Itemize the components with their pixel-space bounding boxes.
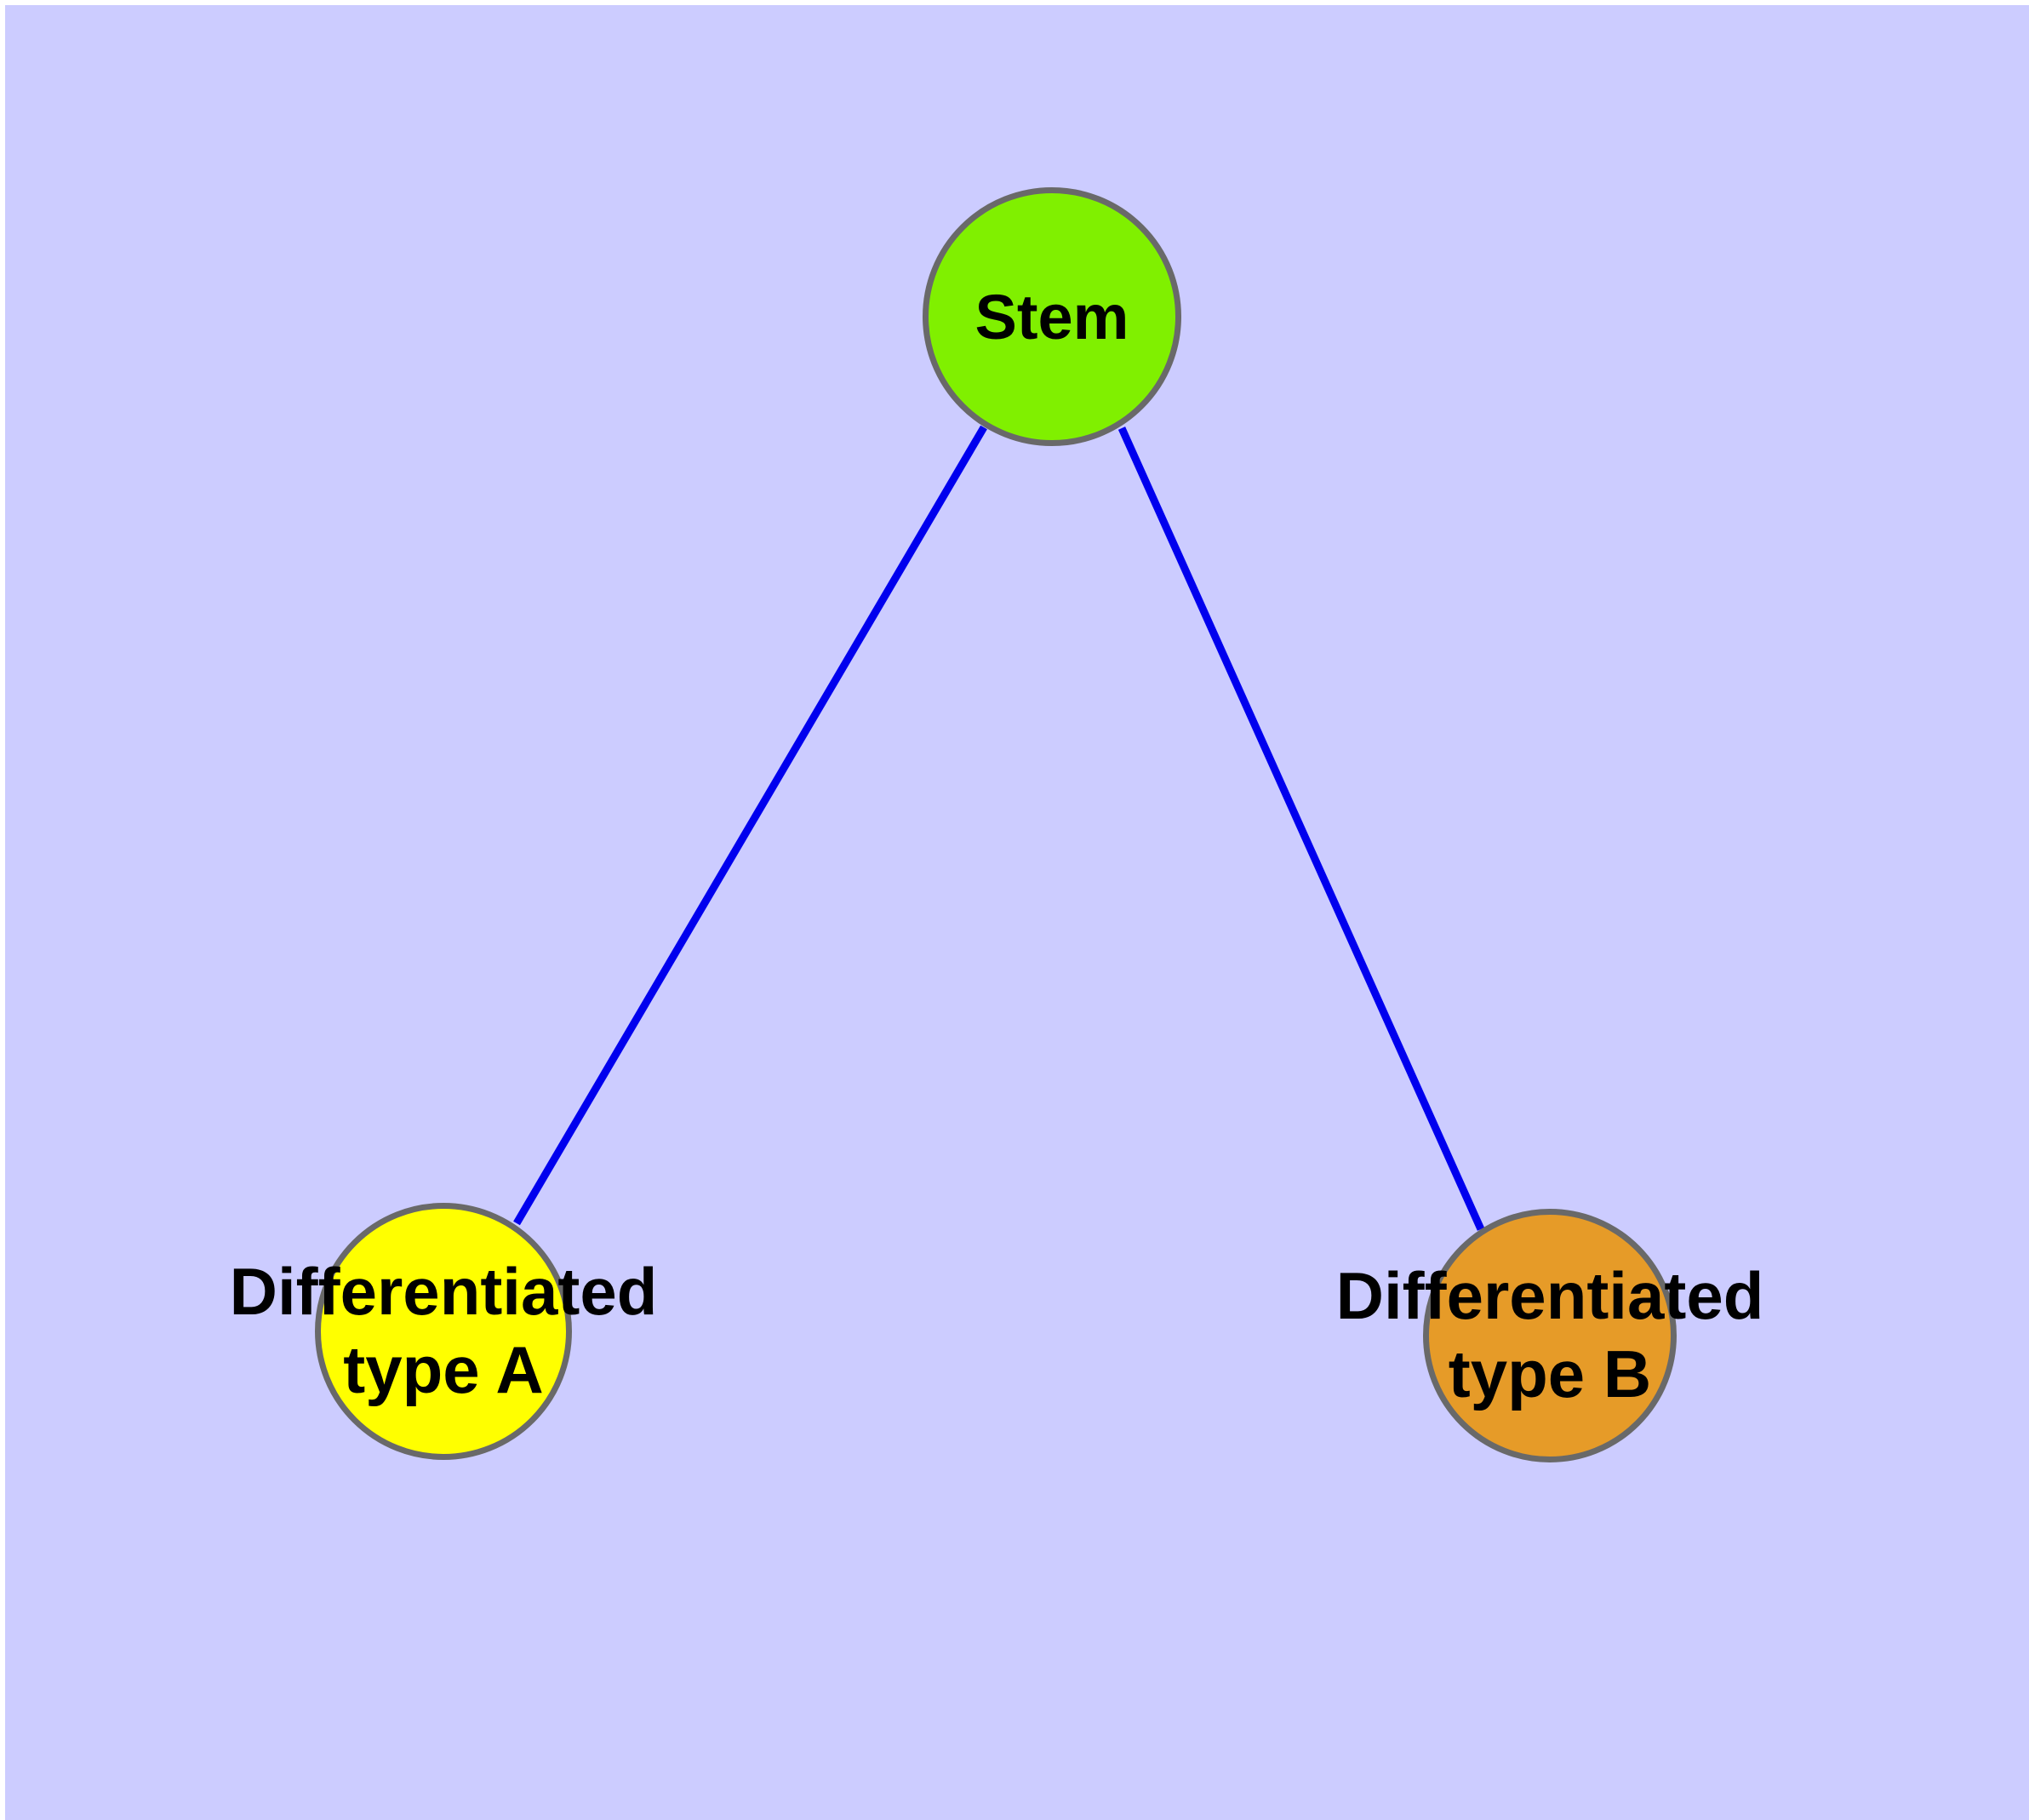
node-label-line: type A — [343, 1332, 544, 1407]
node-stem-circle[interactable] — [923, 187, 1181, 446]
node-label-line: Differentiated — [1336, 1258, 1764, 1333]
node-label-line: Stem — [975, 282, 1129, 352]
node-label-line: Differentiated — [230, 1254, 658, 1329]
nodes-layer — [315, 187, 1677, 1462]
node-stem-label: Stem — [975, 282, 1129, 352]
edge-stem-to-differentiated-type-b — [1117, 426, 1485, 1231]
node-differentiated-type-b-circle[interactable] — [1423, 1209, 1677, 1462]
node-differentiated-type-a-circle[interactable] — [315, 1203, 572, 1460]
edge-stem-to-differentiated-type-a — [513, 425, 987, 1226]
edges-layer — [513, 425, 1485, 1231]
node-label-line: type B — [1449, 1336, 1651, 1411]
